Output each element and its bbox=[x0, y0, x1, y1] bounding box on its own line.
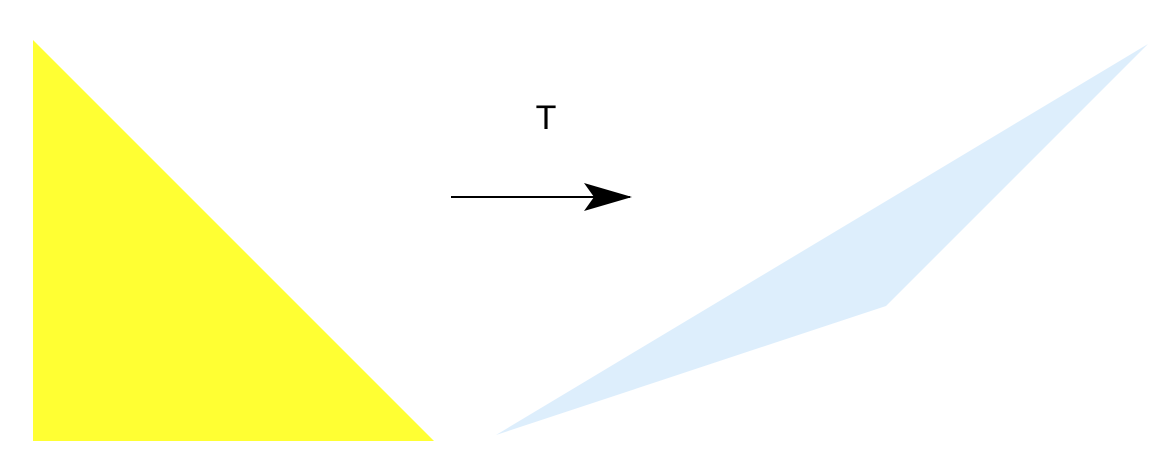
transform-label: T bbox=[536, 99, 557, 137]
source-triangle bbox=[33, 40, 434, 441]
transformed-quadrilateral bbox=[496, 44, 1148, 435]
